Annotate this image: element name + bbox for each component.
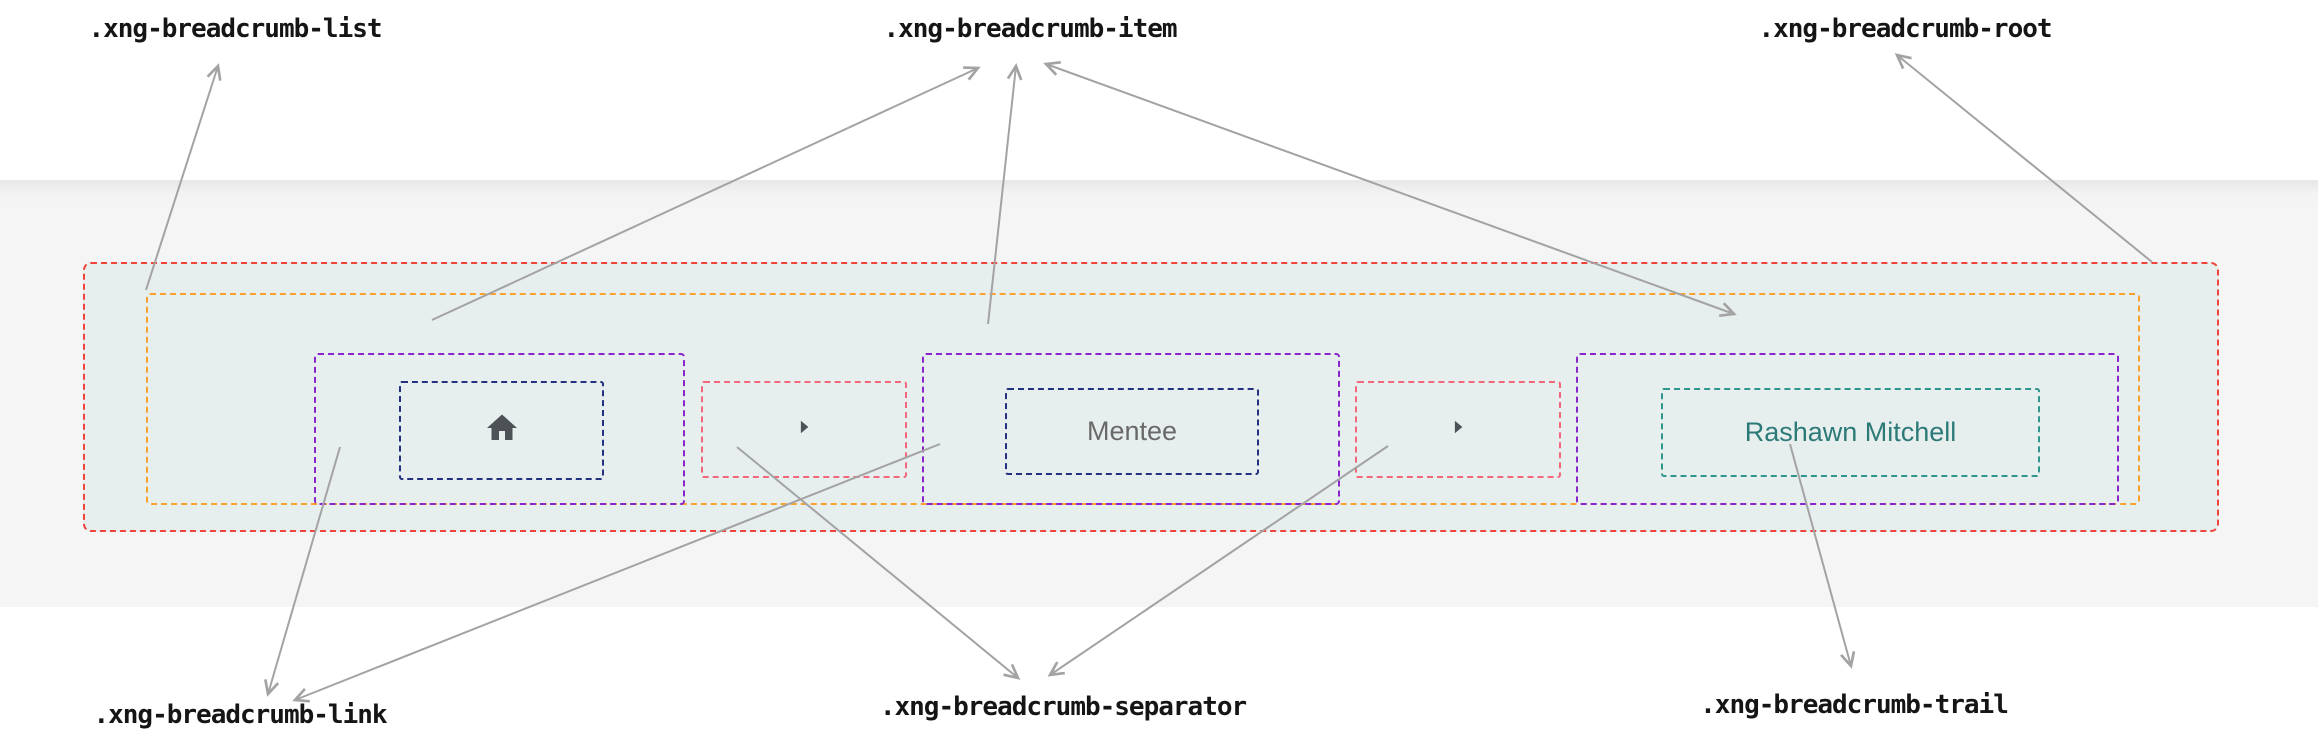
- breadcrumb-separator-1: [701, 381, 907, 478]
- breadcrumb-item-trail: Rashawn Mitchell: [1576, 353, 2119, 505]
- breadcrumb-mentee-link[interactable]: Mentee: [1005, 388, 1259, 475]
- breadcrumb-trail-label: Rashawn Mitchell: [1744, 417, 1957, 447]
- label-breadcrumb-separator: .xng-breadcrumb-separator: [879, 692, 1247, 722]
- label-breadcrumb-trail: .xng-breadcrumb-trail: [1700, 690, 2009, 720]
- breadcrumb-home-link[interactable]: [399, 381, 604, 480]
- breadcrumb-item-home: [314, 353, 685, 505]
- breadcrumb-root-box: Mentee Rashawn Mitchell: [83, 262, 2219, 532]
- breadcrumb-link-label: Mentee: [1086, 416, 1178, 446]
- label-breadcrumb-list: .xng-breadcrumb-list: [88, 14, 382, 44]
- arrow-right-icon: [1443, 412, 1473, 447]
- breadcrumb-separator-2: [1355, 381, 1561, 478]
- label-breadcrumb-root: .xng-breadcrumb-root: [1758, 14, 2052, 44]
- home-icon: [484, 410, 520, 451]
- label-breadcrumb-link: .xng-breadcrumb-link: [93, 700, 387, 730]
- breadcrumb-item-mentee: Mentee: [922, 353, 1340, 505]
- breadcrumb-list-box: Mentee Rashawn Mitchell: [146, 293, 2140, 505]
- label-breadcrumb-item: .xng-breadcrumb-item: [883, 14, 1177, 44]
- breadcrumb-trail-box: Rashawn Mitchell: [1661, 388, 2040, 477]
- arrow-right-icon: [789, 412, 819, 447]
